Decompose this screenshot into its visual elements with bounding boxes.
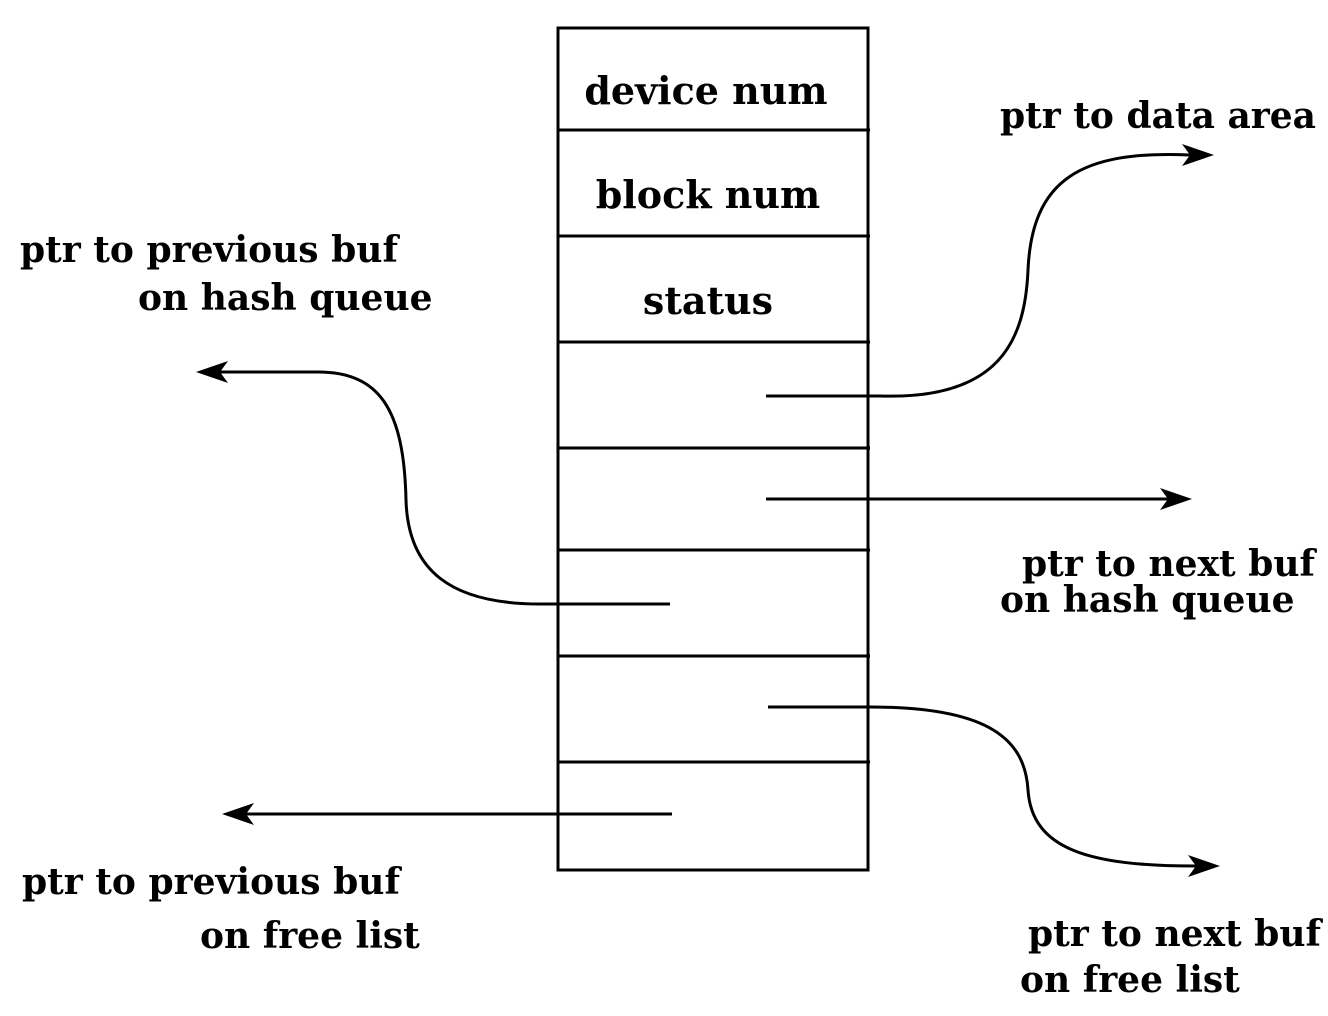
prev-hash-label-line2: on hash queue [138, 277, 433, 319]
prev-hash-label-line1: ptr to previous buf [20, 229, 400, 271]
next-free-label-line1: ptr to next buf [1028, 913, 1324, 955]
prev-free-arrowhead [222, 803, 254, 825]
next-free-label-line2: on free list [1020, 959, 1240, 1001]
block-num-field: block num [596, 172, 821, 217]
device-num-field: device num [584, 68, 827, 113]
next-hash-arrowhead [1160, 488, 1192, 510]
next-hash-label-line2: on hash queue [1000, 579, 1295, 621]
next-free-pointer-arrow [768, 705, 1197, 868]
prev-hash-arrowhead [196, 361, 228, 383]
next-hash-label-line1: ptr to next buf [1022, 543, 1318, 585]
status-field: status [643, 278, 773, 323]
data-area-pointer-arrow [766, 152, 1191, 398]
data-area-label: ptr to data area [1000, 95, 1316, 137]
prev-free-label-line2: on free list [200, 915, 420, 957]
prev-free-label-line1: ptr to previous buf [22, 861, 402, 903]
next-free-arrowhead [1188, 855, 1220, 877]
prev-hash-pointer-arrow [220, 370, 670, 606]
data-area-arrowhead [1182, 144, 1214, 166]
